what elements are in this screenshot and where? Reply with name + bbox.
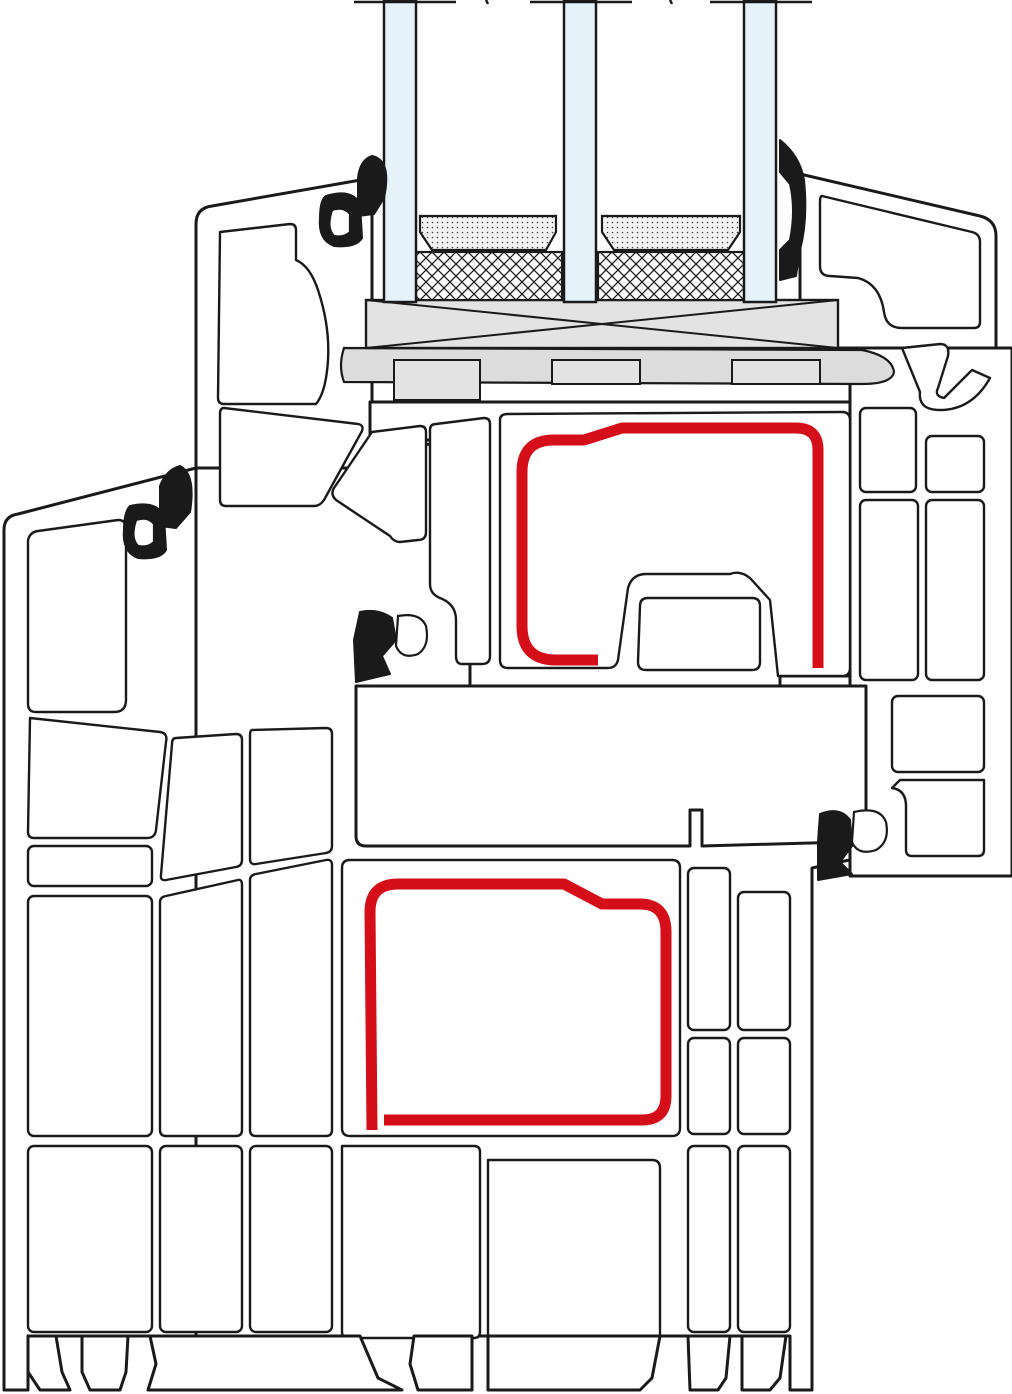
frame-chamber (686, 1144, 732, 1334)
sash-inner-chamber (636, 596, 762, 672)
frame-chamber (158, 878, 244, 1138)
frame-chamber (686, 866, 732, 1032)
sash-chamber (924, 434, 986, 494)
bead-clip (393, 359, 481, 401)
frame-chamber (26, 844, 154, 888)
frame-chamber (248, 726, 334, 866)
gasket-lip (357, 155, 388, 217)
steel-reinforcement-sash (516, 422, 824, 668)
sash-chamber (924, 498, 986, 682)
frame-channel (486, 1158, 662, 1338)
steel-reinforcement-frame (364, 878, 672, 1131)
frame-foot (686, 1334, 732, 1392)
frame-chamber (159, 732, 244, 882)
gasket-hole (132, 517, 156, 548)
sash-chamber (858, 498, 920, 682)
sash-drip-hook (900, 342, 992, 412)
butyl-seal (596, 250, 746, 302)
gasket-hole (328, 207, 352, 238)
gasket-body (817, 810, 853, 881)
frame-chamber (248, 858, 334, 1138)
frame-chamber (26, 894, 154, 1138)
frame-chamber (736, 890, 792, 1032)
frame-reinforcement-chamber (340, 858, 682, 1138)
frame-foot (26, 1334, 72, 1392)
gasket-sash-inner (817, 809, 888, 881)
gasket-hole (850, 809, 888, 853)
frame-chamber (736, 1144, 792, 1334)
sash-profile (194, 172, 1012, 878)
frame-chamber (158, 1144, 244, 1334)
frame-foot (80, 1334, 130, 1392)
sash-chamber (890, 694, 986, 774)
frame-foot (146, 1334, 404, 1392)
frame-foot (408, 1334, 474, 1392)
gasket-lip (159, 465, 193, 529)
steel-reinforcements (364, 422, 824, 1131)
frame-chamber (26, 716, 168, 840)
sash-chamber (331, 424, 428, 544)
gasket-lip (779, 139, 807, 281)
glass-top-cut-lines (354, 0, 812, 5)
frame-chamber (736, 1036, 792, 1136)
sash-chamber (858, 406, 918, 494)
glazing-bead (339, 298, 896, 401)
sash-chamber (216, 222, 330, 406)
sash-lower-body (354, 684, 868, 848)
frame-chamber (686, 1036, 732, 1136)
sash-reinforcement-chamber (498, 410, 852, 678)
sash-chamber (218, 406, 364, 508)
sash-chamber (818, 194, 982, 330)
frame-chamber (248, 1144, 334, 1334)
sash-chamber (428, 416, 492, 666)
glass-pane-inner (742, 0, 778, 304)
frame-foot (740, 1334, 788, 1392)
gasket-center (353, 609, 429, 683)
triple-glazing (354, 0, 812, 304)
gasket-glass-inner (779, 139, 807, 281)
sash-chamber (890, 778, 986, 858)
frame-chamber (340, 1144, 482, 1340)
gasket-glass-outer (318, 155, 388, 248)
frame-chamber (26, 518, 128, 714)
gasket-body (353, 609, 397, 683)
gasket-frame-outer (122, 465, 193, 560)
spacer-bar (418, 214, 558, 252)
butyl-seal (414, 250, 564, 302)
frame-foot (486, 1334, 662, 1392)
bead-clip (731, 359, 821, 385)
gaskets (122, 139, 888, 881)
spacer-bar (600, 214, 742, 252)
glazing-block-cross (365, 299, 839, 349)
glass-pane-outer (382, 0, 418, 304)
frame-chamber (26, 1144, 154, 1334)
glass-pane-middle (562, 0, 598, 304)
bead-clip (551, 359, 641, 385)
gasket-hole (394, 614, 429, 657)
